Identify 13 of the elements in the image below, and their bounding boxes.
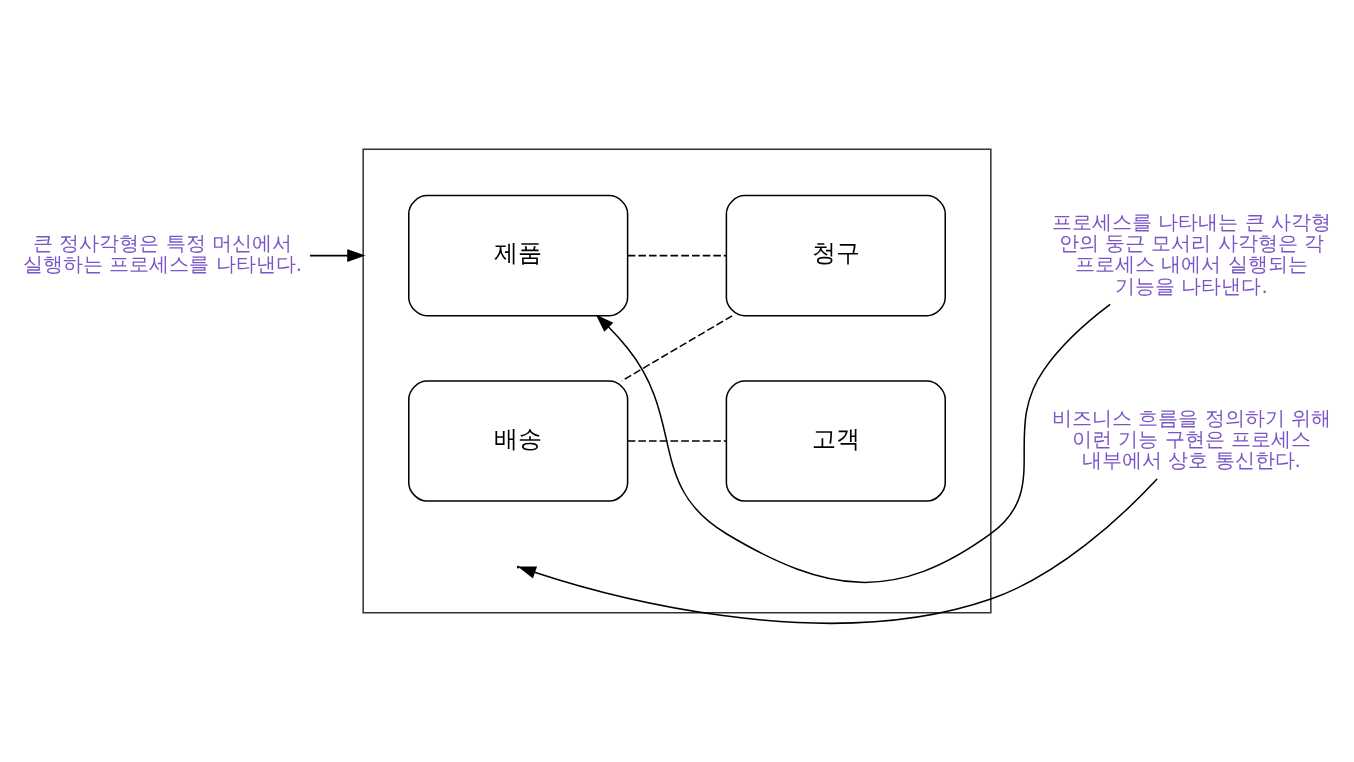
node-box: 제품 xyxy=(408,194,629,317)
node-box: 배송 xyxy=(408,380,629,502)
arrow xyxy=(309,249,366,262)
connector xyxy=(627,440,728,442)
node-text: 큰 정사각형은 특정 머신에서 실행하는 프로세스를 나타낸다. xyxy=(23,232,302,277)
node-text: 비즈니스 흐름을 정의하기 위해 이런 기능 구현은 프로세스 내부에서 상호 통신한다. xyxy=(1052,406,1331,473)
arrow xyxy=(595,303,1111,584)
node-box: 청구 xyxy=(725,194,946,317)
node-text: 프로세스를 나타내는 큰 사각형 안의 둥근 모서리 사각형은 각 프로세스 내에서 실행되는 기능을 나타낸다. xyxy=(1052,210,1331,298)
connector xyxy=(621,315,733,382)
connector xyxy=(627,254,728,257)
cluster xyxy=(362,148,992,614)
node-box: 고객 xyxy=(725,380,946,502)
